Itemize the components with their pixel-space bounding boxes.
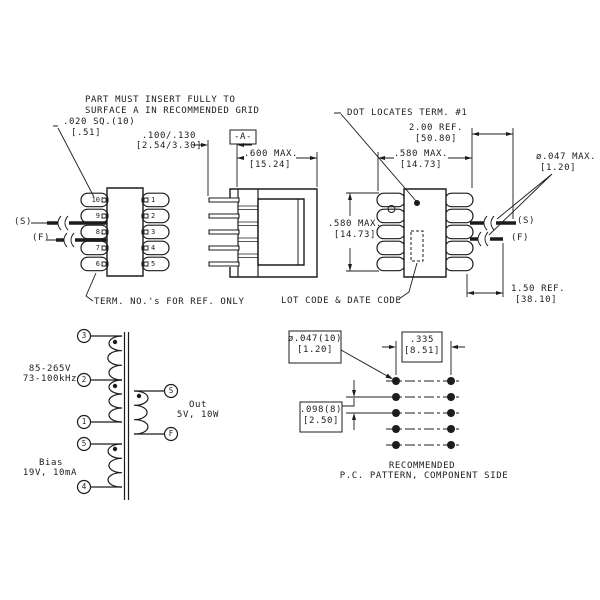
datum-a-label: -A- bbox=[233, 132, 253, 142]
sch-bias-title: Bias bbox=[38, 458, 64, 468]
note-term-ref: TERM. NO.'s FOR REF. ONLY bbox=[94, 297, 245, 307]
secondary-coil bbox=[134, 391, 148, 434]
term-num-1: 1 bbox=[151, 196, 156, 204]
sch-primary-volts: 85-265V bbox=[28, 364, 72, 374]
pads bbox=[392, 377, 455, 449]
top-view-leads bbox=[31, 216, 107, 247]
pc-pitchy-mm: [2.50] bbox=[302, 416, 340, 426]
dim-200-in: 2.00 REF. bbox=[408, 123, 464, 133]
pc-pitchx-in: .335 bbox=[409, 335, 435, 345]
term-num-5: 5 bbox=[151, 260, 156, 268]
note-lot-code: LOT CODE & DATE CODE bbox=[281, 296, 402, 306]
pc-hole-in: ø.047(10) bbox=[287, 334, 343, 344]
term-num-6: 6 bbox=[95, 260, 100, 268]
note-dot-locates: DOT LOCATES TERM. #1 bbox=[347, 108, 468, 118]
term-num-9: 9 bbox=[95, 212, 100, 220]
pc-pitchy-in: .098(8) bbox=[299, 405, 343, 415]
dim-100-130-mm: [2.54/3.30] bbox=[135, 141, 203, 151]
leader-020-sq bbox=[53, 126, 94, 197]
leader-lot-code bbox=[399, 263, 417, 299]
sch-out-rating: 5V, 10W bbox=[176, 410, 220, 420]
sch-primary-freq: 73-100kHz bbox=[22, 374, 78, 384]
dim-600-in: .600 MAX. bbox=[243, 149, 299, 159]
sch-term-f: F bbox=[168, 429, 174, 438]
dim-200-mm: [50.80] bbox=[414, 134, 458, 144]
sch-term-1: 1 bbox=[81, 417, 87, 426]
term-num-7: 7 bbox=[95, 244, 100, 252]
lead-s-label-right: (S) bbox=[517, 216, 536, 226]
sch-term-5: 5 bbox=[81, 439, 87, 448]
dim-580side-in: .580 MAX. bbox=[327, 219, 383, 229]
pad-centerlines bbox=[386, 381, 462, 445]
pc-caption-line1: RECOMMENDED bbox=[388, 461, 456, 471]
term-num-8: 8 bbox=[95, 228, 100, 236]
top-view-drawing bbox=[31, 126, 169, 301]
dim-047max-in: ø.047 MAX. bbox=[536, 152, 597, 162]
leader-wire-dia bbox=[489, 174, 552, 235]
dim-020sq-mm: [.51] bbox=[71, 128, 102, 138]
dim-047max-mm: [1.20] bbox=[540, 163, 577, 173]
core-lines bbox=[125, 332, 129, 500]
sch-term-4: 4 bbox=[81, 482, 87, 491]
pc-hole-mm: [1.20] bbox=[296, 345, 334, 355]
leader-term-note bbox=[86, 273, 96, 301]
pc-pitchx-mm: [8.51] bbox=[403, 346, 441, 356]
note-insert-line1: PART MUST INSERT FULLY TO bbox=[85, 95, 236, 105]
sch-bias-rating: 19V, 10mA bbox=[22, 468, 78, 478]
mounting-hole bbox=[388, 206, 395, 213]
primary-coil-lower bbox=[109, 380, 122, 422]
front-view-drawing bbox=[334, 113, 552, 299]
pc-pattern-drawing bbox=[289, 331, 465, 449]
lead-s-label-left: (S) bbox=[14, 217, 33, 227]
dim-580top-mm: [14.73] bbox=[399, 160, 443, 170]
lead-f-label-left: (F) bbox=[32, 233, 51, 243]
leader-dot-locates bbox=[334, 113, 416, 201]
sch-out-title: Out bbox=[188, 400, 208, 410]
dim-600-mm: [15.24] bbox=[248, 160, 292, 170]
lot-code-area bbox=[411, 231, 423, 261]
side-view-drawing bbox=[193, 130, 317, 277]
sch-term-3: 3 bbox=[81, 331, 87, 340]
term-num-10: 10 bbox=[91, 196, 100, 204]
dim-150-in: 1.50 REF. bbox=[511, 284, 566, 294]
dim-580side-mm: [14.73] bbox=[333, 230, 377, 240]
sch-term-s: S bbox=[168, 386, 174, 395]
primary-coil-upper bbox=[108, 336, 122, 380]
polarity-dots bbox=[112, 339, 142, 452]
dim-100-130-in: .100/.130 bbox=[141, 131, 197, 141]
front-view-leads bbox=[470, 216, 516, 246]
note-insert-line2: SURFACE A IN RECOMMENDED GRID bbox=[85, 106, 260, 116]
term-num-3: 3 bbox=[151, 228, 156, 236]
term-num-4: 4 bbox=[151, 244, 156, 252]
terminal-1-dot bbox=[414, 200, 420, 206]
lead-f-label-right: (F) bbox=[511, 233, 530, 243]
term-num-2: 2 bbox=[151, 212, 156, 220]
bias-coil bbox=[108, 444, 122, 487]
dim-150-mm: [38.10] bbox=[515, 295, 558, 305]
pc-caption-line2: P.C. PATTERN, COMPONENT SIDE bbox=[339, 471, 509, 481]
sch-term-2: 2 bbox=[81, 375, 87, 384]
dim-580top-in: .580 MAX. bbox=[393, 149, 449, 159]
schematic-drawing bbox=[78, 330, 178, 501]
dim-020sq-in: .020 SQ.(10) bbox=[63, 117, 136, 127]
